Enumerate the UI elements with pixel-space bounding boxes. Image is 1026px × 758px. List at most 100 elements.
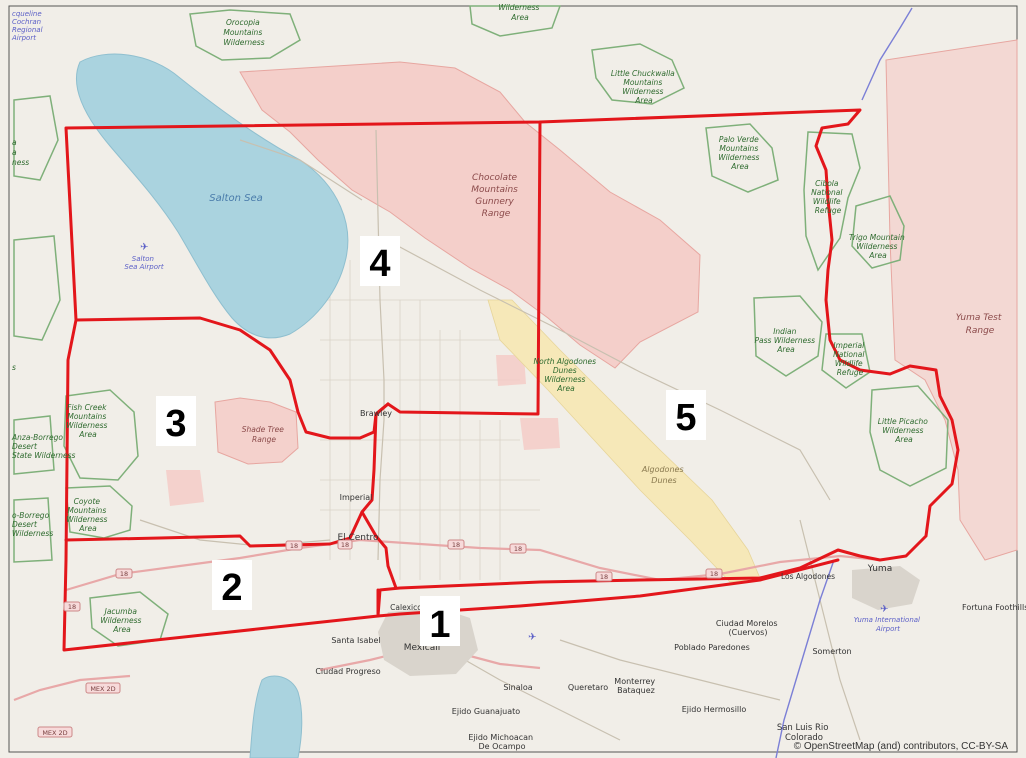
wilderness-label: Wilderness Area — [498, 3, 542, 22]
wilderness-label-line: Coyote — [74, 497, 101, 506]
airport-label: Yuma International Airport — [854, 616, 922, 633]
place-label: San Luis Rio Colorado — [777, 723, 831, 743]
place-label: Ejido Hermosillo — [682, 705, 747, 714]
district-label-text: 4 — [369, 243, 390, 285]
military-label-line: Shade Tree — [242, 425, 285, 434]
wilderness-label: Imperial National Wildlife Refuge — [833, 341, 867, 377]
wilderness-label-line: Area — [894, 435, 913, 444]
route-shield-text: 18 — [710, 570, 718, 578]
place-label-line: De Ocampo — [479, 742, 526, 751]
place-label: Somerton — [812, 647, 851, 656]
wilderness-label-line: Wilderness — [718, 153, 759, 162]
boundary-district-4-5 — [386, 120, 542, 416]
wilderness-label-line: Indian — [773, 327, 796, 336]
route-shield: 18 — [595, 571, 613, 582]
wilderness-label-line: Imperial — [833, 341, 865, 350]
district-label-box — [156, 396, 196, 446]
wilderness-label: s — [12, 363, 16, 372]
airport-label: Salton Sea Airport — [124, 255, 163, 271]
airport-label-line: cqueline — [12, 10, 42, 18]
airport-label-line: Sea Airport — [124, 263, 163, 271]
place-label: El Centro — [337, 533, 379, 543]
route-shield-text: 18 — [290, 542, 298, 550]
district-label-text: 3 — [165, 403, 186, 445]
place-label-line: San Luis Rio — [777, 723, 829, 733]
military-label-line: Range — [966, 326, 995, 336]
place-label-line: Ejido Michoacan — [468, 733, 533, 742]
rivers — [775, 7, 913, 758]
place-label-line: (Cuervos) — [729, 628, 768, 637]
military-parcel-b — [520, 418, 560, 450]
place-label-line: Bataquez — [617, 686, 655, 695]
dune-label-line: Dunes — [651, 476, 676, 485]
wilderness-label-line: a — [12, 148, 17, 157]
place-label: Ciudad Morelos (Cuervos) — [716, 619, 780, 637]
district-label-text: 2 — [221, 567, 242, 609]
place-label: Poblado Paredones — [674, 643, 750, 652]
airport-icon: ✈ — [140, 242, 148, 253]
wilderness-label-line: Area — [634, 96, 653, 105]
place-label: Queretaro — [568, 683, 608, 692]
route-shield: 18 — [285, 540, 303, 551]
boundary-district-1 — [376, 558, 840, 618]
route-shield: MEX 2D — [85, 682, 121, 694]
farmland-grid — [320, 260, 540, 580]
route-shield-text: 18 — [341, 541, 349, 549]
wilderness-label-line: Trigo Mountain — [849, 233, 905, 242]
shade-tree-range-area — [214, 397, 299, 465]
wilderness-label-line: Refuge — [815, 206, 842, 215]
route-shield: 18 — [115, 568, 133, 579]
wilderness-label-line: Jacumba — [103, 607, 138, 616]
airport-label-line: Regional — [12, 26, 43, 34]
wilderness-label-line: Fish Creek — [67, 403, 107, 412]
wilderness-label-line: Orocopia — [226, 18, 260, 27]
wilderness-label: Little Chuckwalla Mountains Wilderness A… — [611, 69, 677, 105]
wilderness-label-line: Little Chuckwalla — [611, 69, 675, 78]
military-label-line: Yuma Test — [956, 313, 1002, 323]
place-label-line: Colorado — [785, 733, 823, 743]
wilderness-label-line: Wilderness — [856, 242, 897, 251]
route-shield-text: 18 — [514, 545, 522, 553]
district-label-box — [360, 236, 400, 286]
route-shield-text: MEX 2D — [42, 729, 67, 737]
wilderness-label-line: Wilderness — [882, 426, 923, 435]
wilderness-label-line: Wilderness — [66, 421, 107, 430]
district-label: 1 — [420, 596, 460, 646]
yuma-urban-area — [852, 566, 920, 610]
wilderness-label-line: Area — [556, 384, 575, 393]
wilderness-label-line: Area — [510, 13, 529, 22]
wilderness-label-line: Desert — [12, 520, 38, 529]
dune-label: Algodones Dunes — [641, 465, 686, 485]
route-shield-text: MEX 2D — [90, 685, 115, 693]
boundary-outer-west-north — [62, 108, 960, 652]
wilderness-label: Fish Creek Mountains Wilderness Area — [66, 403, 110, 439]
yuma-test-range-area — [885, 39, 1018, 561]
district-label-text: 1 — [429, 604, 450, 646]
wilderness-label: Trigo Mountain Wilderness Area — [849, 233, 907, 260]
salton-sea-water — [75, 53, 349, 339]
wilderness-label-line: Cibola — [815, 179, 839, 188]
route-shield: 18 — [447, 539, 465, 550]
wilderness-label-line: National — [833, 350, 865, 359]
place-label: Santa Isabel — [331, 636, 380, 645]
route-shield: 18 — [63, 601, 81, 612]
military-label: Chocolate Mountains Gunnery Range — [471, 173, 521, 219]
wilderness-label-line: North Algodones — [534, 357, 597, 366]
wilderness-label-line: Mountains — [719, 144, 758, 153]
airport-icon: ✈ — [880, 604, 888, 615]
military-parcel-a — [166, 470, 204, 506]
wilderness-label-line: Wilderness — [622, 87, 663, 96]
airport-icon: ✈ — [528, 632, 536, 643]
place-label: Brawley — [360, 409, 392, 418]
airport-label-line: Yuma International — [854, 616, 920, 624]
district-boundaries — [62, 108, 960, 652]
wilderness-label: Cibola National Wildlife Refuge — [811, 179, 845, 215]
military-parcel-c — [496, 355, 526, 386]
wilderness-label-line: a — [12, 138, 17, 147]
wilderness-label: North Algodones Dunes Wilderness Area — [534, 357, 599, 393]
wilderness-label: a a ness — [12, 138, 29, 167]
district-label: 4 — [360, 236, 400, 286]
wilderness-label-line: Wilderness — [100, 616, 141, 625]
place-label: Los Algodones — [781, 572, 835, 581]
